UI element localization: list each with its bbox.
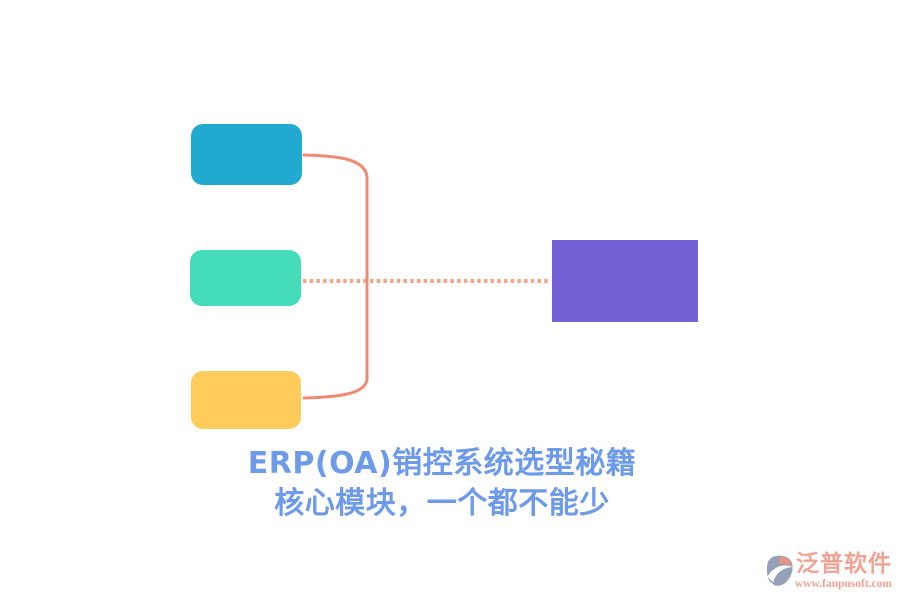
fanpu-logo-icon: [766, 555, 793, 586]
result-box: [552, 240, 698, 322]
module-box-2: [190, 250, 301, 306]
bracket-connector-line: [302, 153, 369, 400]
watermark-brand: 泛普软件: [796, 551, 892, 577]
watermark-url: www.fanpusoft.com: [794, 578, 892, 590]
caption-line-1: ERP(OA)销控系统选型秘籍: [247, 446, 637, 481]
watermark: 泛普软件 www.fanpusoft.com: [766, 551, 892, 591]
module-box-3: [191, 371, 301, 429]
caption: ERP(OA)销控系统选型秘籍 核心模块，一个都不能少: [0, 444, 884, 524]
module-box-1: [191, 124, 302, 185]
caption-line-2: 核心模块，一个都不能少: [274, 486, 610, 521]
